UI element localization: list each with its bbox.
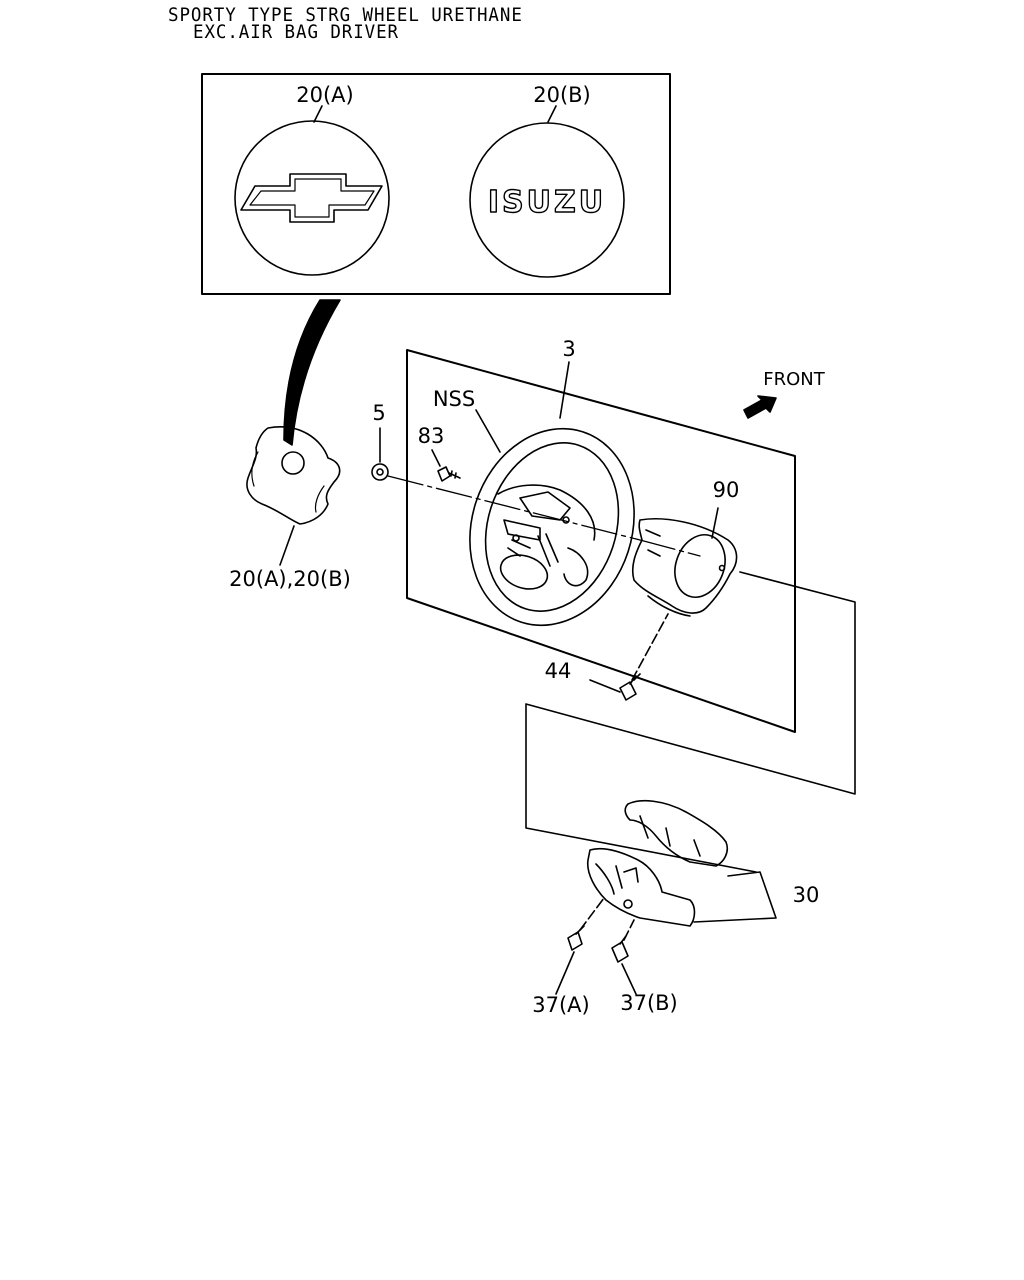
leader-37b: [621, 963, 637, 995]
leader-20a: [313, 105, 323, 123]
callout-5: 5: [372, 401, 385, 425]
callout-20a: 20(A): [296, 83, 353, 107]
steering-wheel: [469, 427, 635, 627]
front-arrow-icon: [743, 395, 777, 419]
leader-83: [431, 449, 441, 467]
leader-37a: [555, 951, 575, 995]
front-label: FRONT: [763, 369, 825, 390]
leader-3: [559, 361, 570, 419]
cover-link-line: [525, 571, 856, 873]
isuzu-logo: ISUZU: [488, 185, 606, 220]
dashed-leader-37b: [623, 919, 635, 941]
chevrolet-bowtie-logo: [240, 173, 383, 223]
dashed-leader-37a: [579, 897, 605, 931]
emblem-inset-box: [201, 73, 671, 295]
diagram-title-line1: SPORTY TYPE STRG WHEEL URETHANE: [168, 4, 523, 26]
center-axis-line: [387, 475, 701, 557]
leader-30: [693, 871, 777, 923]
diagram-title-line2: EXC.AIR BAG DRIVER: [193, 21, 399, 43]
screw-37a: [567, 925, 585, 951]
dashed-leader-44: [631, 613, 669, 681]
emblem-a-chevrolet: [234, 120, 390, 276]
callout-83: 83: [418, 424, 445, 448]
nut-5: [371, 463, 389, 481]
leader-20ab: [279, 525, 295, 566]
callout-20ab: 20(A),20(B): [229, 567, 351, 591]
callout-44: 44: [545, 659, 572, 683]
horn-pad: [246, 426, 341, 525]
leader-20b: [547, 105, 557, 123]
column-cover-90: [631, 518, 738, 617]
screw-37b: [611, 935, 629, 963]
emblem-b-isuzu: ISUZU: [469, 122, 625, 278]
callout-30: 30: [793, 883, 820, 907]
lower-column-cover-30: [586, 799, 729, 927]
leader-nss: [475, 409, 501, 453]
wheel-assembly-frame: [406, 349, 796, 733]
leader-44: [589, 679, 621, 693]
screw-44: [619, 673, 641, 701]
leader-90: [711, 507, 719, 539]
inset-pointer: [283, 299, 341, 446]
callout-nss: NSS: [433, 387, 475, 411]
callout-20b: 20(B): [533, 83, 591, 107]
screw-83: [437, 466, 461, 482]
callout-37a: 37(A): [532, 993, 589, 1017]
callout-37b: 37(B): [620, 991, 678, 1015]
callout-3: 3: [562, 337, 575, 361]
callout-90: 90: [713, 478, 740, 502]
